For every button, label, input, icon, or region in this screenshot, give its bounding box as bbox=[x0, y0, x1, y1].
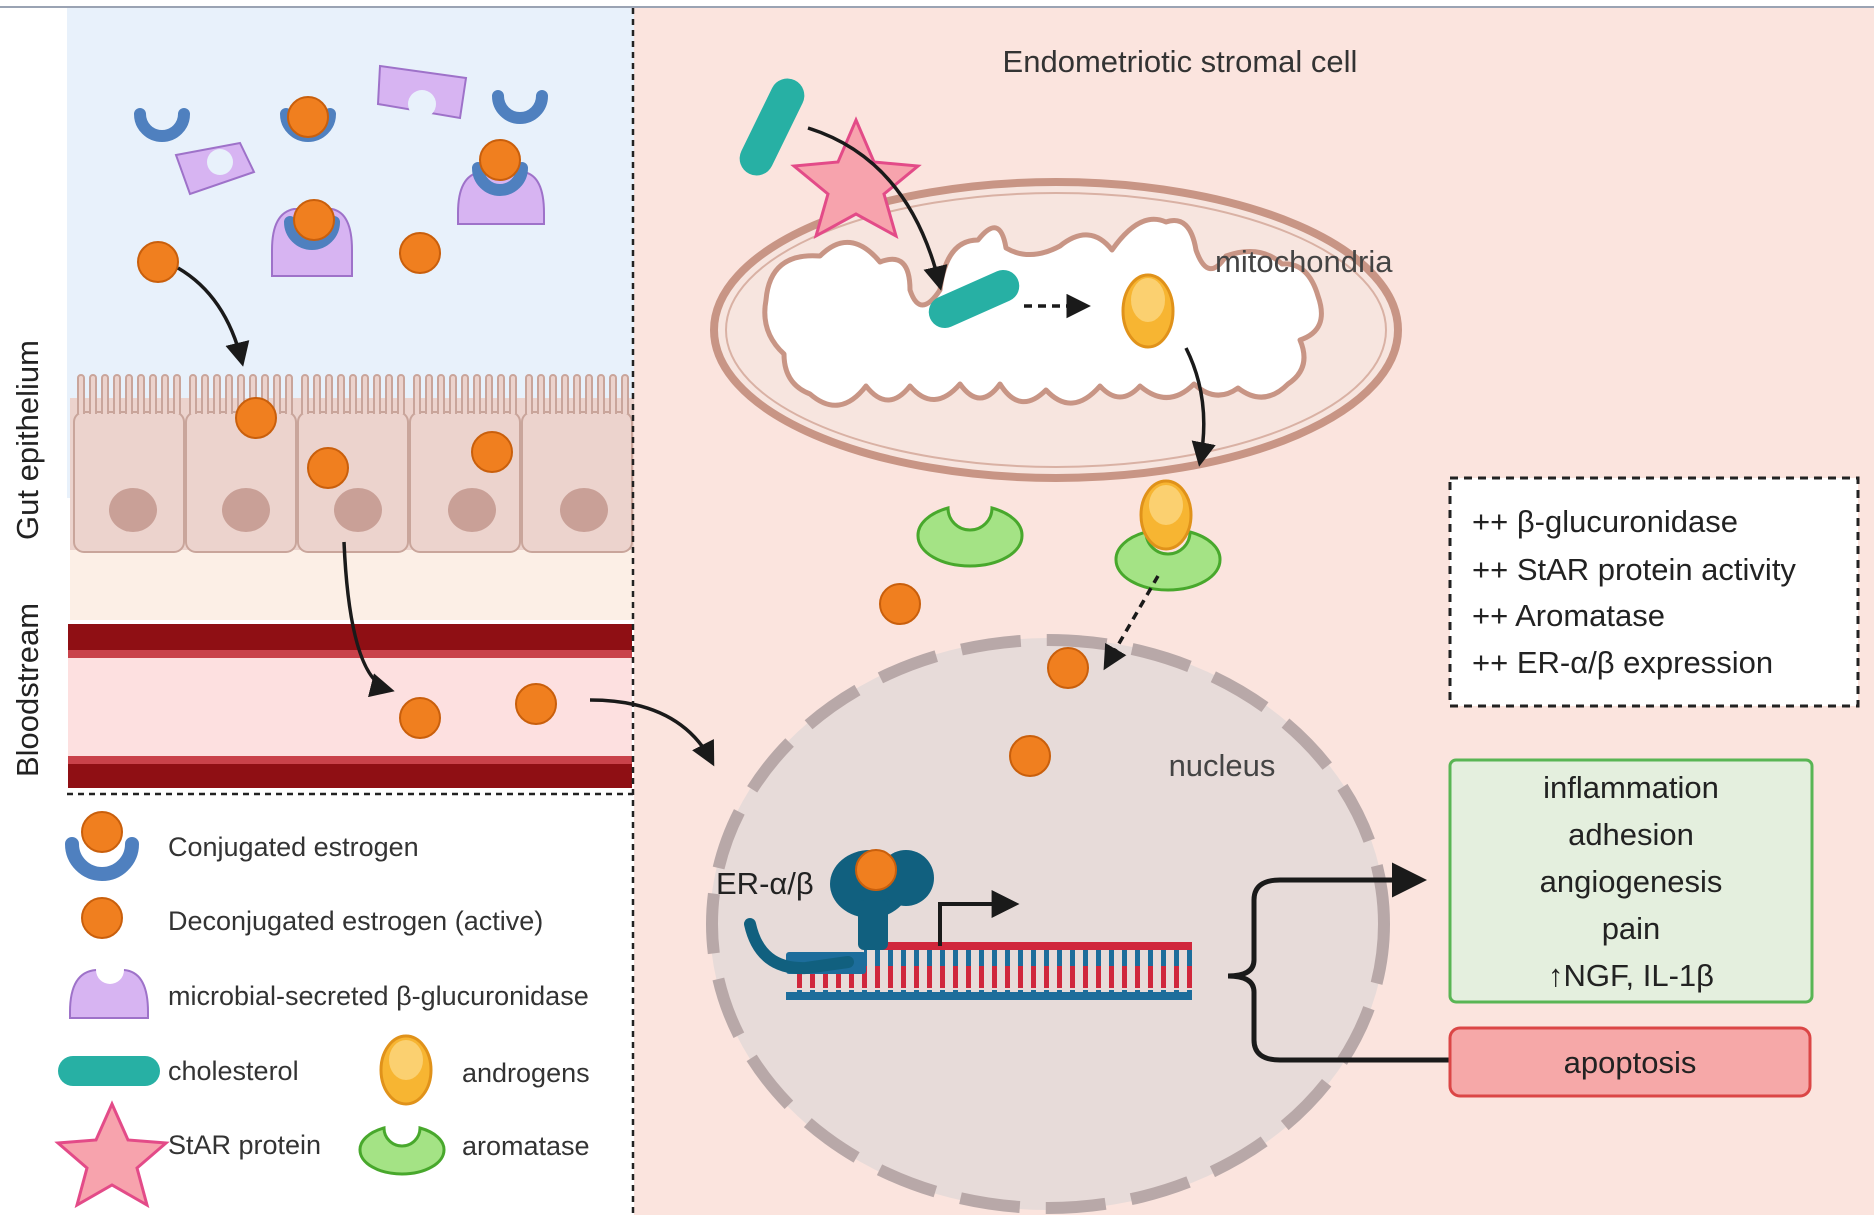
nucleus: nucleus bbox=[706, 634, 1390, 1214]
bloodstream-vessel bbox=[68, 624, 632, 788]
estrogen bbox=[471, 431, 513, 473]
legend-star-label: StAR protein bbox=[168, 1130, 321, 1160]
estrogen bbox=[479, 139, 521, 181]
estrogen bbox=[293, 199, 335, 241]
legend-deconjugated-label: Deconjugated estrogen (active) bbox=[168, 906, 543, 936]
transcription-arrow bbox=[938, 890, 1020, 946]
estrogen bbox=[399, 697, 441, 739]
er-label: ER-α/β bbox=[716, 866, 814, 901]
legend-glucuronidase-label: microbial-secreted β-glucuronidase bbox=[168, 981, 589, 1011]
estrogen bbox=[399, 232, 441, 274]
legend-cholesterol-icon bbox=[58, 1056, 160, 1086]
apoptosis-box: apoptosis bbox=[1448, 1026, 1812, 1098]
legend-androgens-icon bbox=[379, 1034, 433, 1106]
estrogen-bound-receptor bbox=[855, 849, 897, 891]
microvilli bbox=[77, 374, 629, 414]
estrogen bbox=[515, 683, 557, 725]
mitochondria: mitochondria bbox=[710, 178, 1402, 482]
estrogen bbox=[137, 241, 179, 283]
gut-epithelium bbox=[70, 374, 634, 620]
outcomes-box: inflammation adhesion angiogenesis pain … bbox=[1448, 758, 1814, 1004]
increase-item: ++ ER-α/β expression bbox=[1472, 645, 1773, 680]
legend-androgens-label: androgens bbox=[462, 1058, 590, 1088]
increase-item: ++ StAR protein activity bbox=[1472, 552, 1796, 587]
legend: Conjugated estrogen Deconjugated estroge… bbox=[54, 811, 590, 1209]
bloodstream-label: Bloodstream bbox=[10, 603, 45, 777]
estrogen bbox=[1047, 647, 1089, 689]
outcome-item: ↑NGF, IL-1β bbox=[1548, 958, 1714, 993]
gut-epithelium-label: Gut epithelium bbox=[10, 340, 45, 540]
outcome-item: adhesion bbox=[1568, 817, 1694, 852]
legend-glucuronidase-icon bbox=[69, 956, 149, 1019]
cell-nuclei bbox=[109, 488, 608, 532]
estrogen bbox=[1009, 735, 1051, 777]
legend-conjugated-icon bbox=[65, 811, 139, 881]
increase-box: ++ β-glucuronidase ++ StAR protein activ… bbox=[1448, 476, 1860, 708]
glucuronidase-pockets bbox=[207, 90, 436, 175]
increase-item: ++ β-glucuronidase bbox=[1472, 504, 1738, 539]
legend-aromatase-icon bbox=[358, 1126, 446, 1176]
legend-conjugated-label: Conjugated estrogen bbox=[168, 832, 419, 862]
legend-aromatase-label: aromatase bbox=[462, 1131, 590, 1161]
estrogen bbox=[287, 96, 329, 138]
apoptosis-label: apoptosis bbox=[1564, 1045, 1697, 1080]
nucleus-label: nucleus bbox=[1169, 748, 1276, 783]
estrogen bbox=[307, 447, 349, 489]
cell-title: Endometriotic stromal cell bbox=[1003, 44, 1358, 79]
increase-item: ++ Aromatase bbox=[1472, 598, 1665, 633]
estrogen bbox=[235, 397, 277, 439]
aromatase-free bbox=[916, 506, 1024, 568]
estrogen bbox=[879, 583, 921, 625]
legend-star-icon bbox=[54, 1100, 170, 1209]
mitochondria-label: mitochondria bbox=[1215, 244, 1393, 279]
cholesterol-outside bbox=[739, 78, 805, 176]
star-protein bbox=[790, 116, 922, 240]
outcome-item: angiogenesis bbox=[1540, 864, 1723, 899]
pathway-arrows bbox=[177, 126, 1216, 767]
cholesterol-inside bbox=[928, 269, 1020, 329]
outcome-item: pain bbox=[1602, 911, 1661, 946]
legend-cholesterol-label: cholesterol bbox=[168, 1056, 299, 1086]
outcome-item: inflammation bbox=[1543, 770, 1719, 805]
estrogen-receptor bbox=[744, 849, 934, 975]
legend-deconjugated-icon bbox=[81, 897, 123, 939]
